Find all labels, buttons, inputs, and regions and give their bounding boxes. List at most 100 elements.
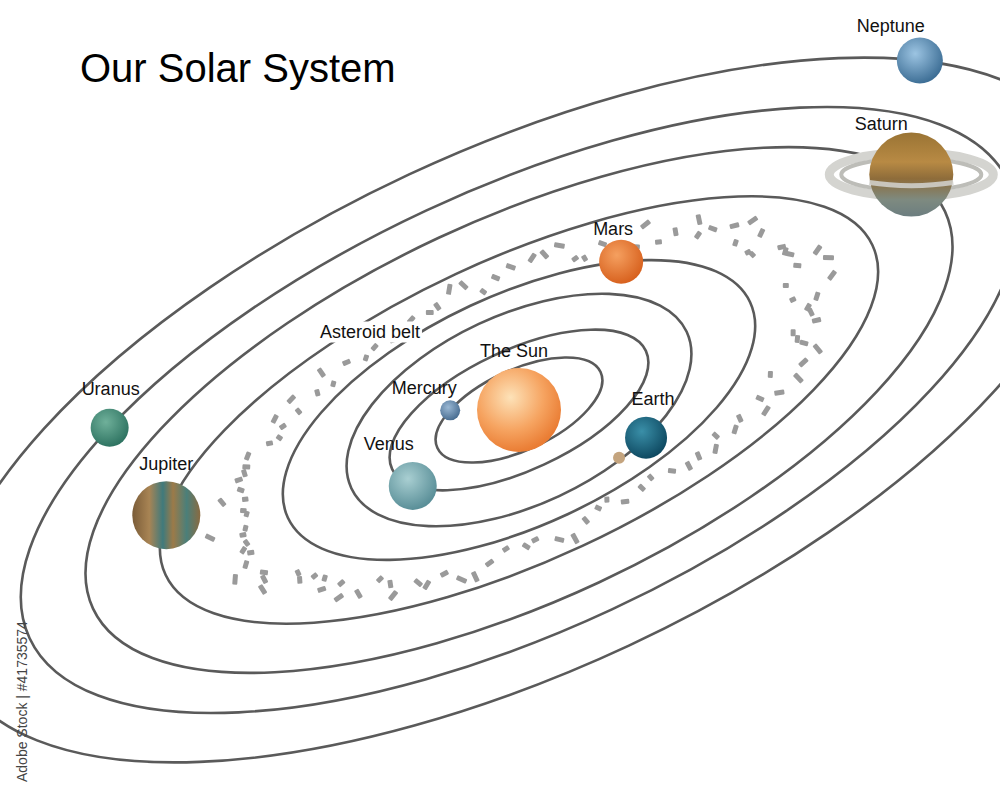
asteroid (747, 215, 759, 225)
asteroid (823, 255, 834, 260)
asteroid (789, 296, 797, 303)
body-label: Jupiter (137, 454, 195, 475)
mars-planet (599, 240, 643, 284)
jupiter-planet (132, 481, 200, 549)
asteroid (217, 497, 227, 507)
asteroid (333, 593, 344, 603)
asteroid (317, 586, 327, 593)
asteroid (783, 283, 789, 288)
asteroid (242, 525, 248, 532)
orbit-line (239, 198, 798, 622)
asteroid (502, 545, 511, 553)
orbit-line (102, 109, 936, 711)
asteroid (247, 550, 255, 556)
asteroid (491, 274, 501, 282)
asteroid (655, 239, 662, 244)
asteroid (812, 343, 823, 355)
body-label: Mars (591, 218, 635, 239)
asteroid (554, 536, 565, 543)
orbit-line (421, 336, 618, 485)
asteroid (668, 468, 677, 474)
asteroid (241, 469, 248, 478)
asteroid (791, 329, 796, 336)
asteroid (812, 244, 822, 256)
asteroid (736, 414, 744, 424)
asteroid (757, 228, 765, 238)
asteroid (795, 335, 801, 343)
asteroid (471, 571, 480, 583)
body-label: Uranus (80, 378, 142, 399)
asteroid (570, 532, 580, 544)
asteroid (731, 424, 739, 434)
asteroid (581, 516, 590, 525)
asteroid (708, 225, 718, 233)
asteroid (260, 574, 269, 584)
asteroid (793, 263, 801, 269)
asteroid (240, 508, 247, 513)
asteroid (388, 590, 399, 601)
asteroid (571, 255, 579, 263)
asteroid (774, 389, 785, 395)
asteroid (604, 497, 609, 503)
diagram-title: Our Solar System (80, 46, 396, 91)
asteroid (275, 434, 283, 442)
body-label: Venus (362, 433, 416, 454)
asteroid (376, 575, 385, 584)
asteroid (446, 284, 453, 295)
orbit-line (13, 39, 1000, 781)
asteroid (647, 473, 655, 481)
asteroid (621, 499, 630, 505)
asteroid (337, 579, 346, 588)
planets (91, 38, 994, 550)
asteroid (314, 389, 321, 397)
body-label: Earth (630, 388, 677, 409)
sun (477, 368, 561, 452)
asteroid (342, 359, 351, 367)
asteroid (317, 367, 327, 378)
asteroid (527, 252, 537, 263)
asteroid (321, 574, 328, 582)
asteroid (827, 270, 837, 281)
asteroid (310, 572, 318, 580)
asteroid (426, 310, 434, 315)
asteroid (297, 576, 303, 584)
asteroid (433, 302, 442, 312)
asteroid (581, 254, 588, 262)
asteroid (712, 444, 719, 455)
asteroid (531, 536, 540, 544)
asteroid (294, 407, 302, 415)
orbit-line (311, 246, 727, 575)
asteroid (387, 580, 393, 589)
asteroid (456, 575, 468, 584)
asteroid (204, 533, 215, 542)
asteroid (554, 242, 565, 249)
asteroid (422, 579, 431, 590)
body-label: Neptune (855, 15, 927, 36)
asteroid (748, 251, 756, 259)
asteroid (260, 569, 269, 575)
asteroid (793, 372, 804, 383)
asteroid (672, 227, 678, 236)
asteroid (761, 405, 771, 417)
asteroid (370, 343, 379, 352)
asteroid (479, 288, 487, 296)
asteroid (685, 461, 694, 472)
asteroid (266, 440, 274, 446)
asteroid (522, 542, 532, 550)
asteroid (711, 431, 720, 440)
asteroid (239, 546, 247, 555)
asteroid (234, 476, 243, 483)
asteroid (270, 414, 279, 424)
asteroid (539, 249, 549, 260)
asteroid (286, 394, 296, 404)
asteroid (237, 487, 245, 494)
asteroid (807, 307, 815, 317)
asteroid (232, 574, 238, 585)
asteroid (755, 395, 765, 403)
asteroid (439, 570, 449, 578)
asteroid (458, 280, 469, 291)
